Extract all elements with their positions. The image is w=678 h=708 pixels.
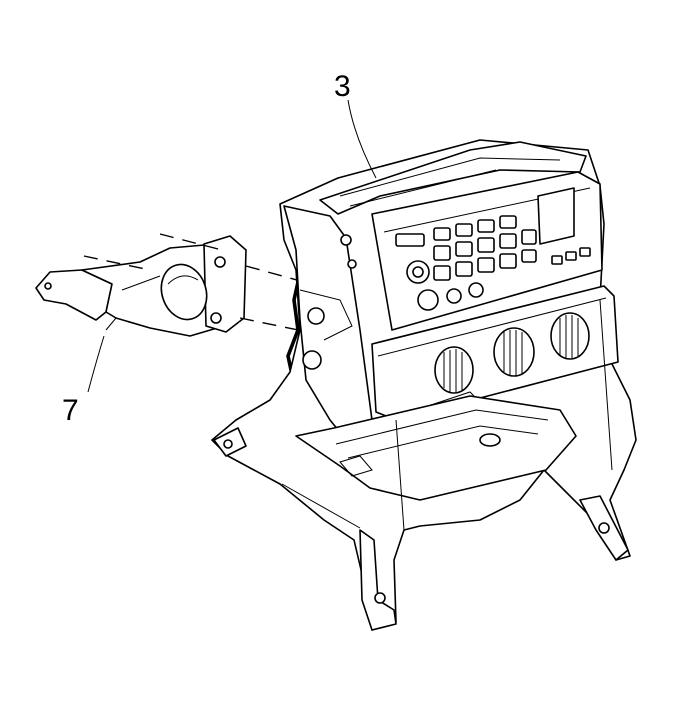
radio-buttons (395, 215, 591, 281)
callout-7: 7 (62, 394, 79, 427)
support-bracket (35, 235, 247, 337)
callout-3: 3 (334, 70, 351, 103)
callout-leaders (87, 99, 377, 393)
radio-knobs (406, 260, 484, 311)
alignment-lines (83, 233, 309, 333)
console-assembly (211, 139, 637, 631)
climate-knobs (434, 312, 590, 394)
